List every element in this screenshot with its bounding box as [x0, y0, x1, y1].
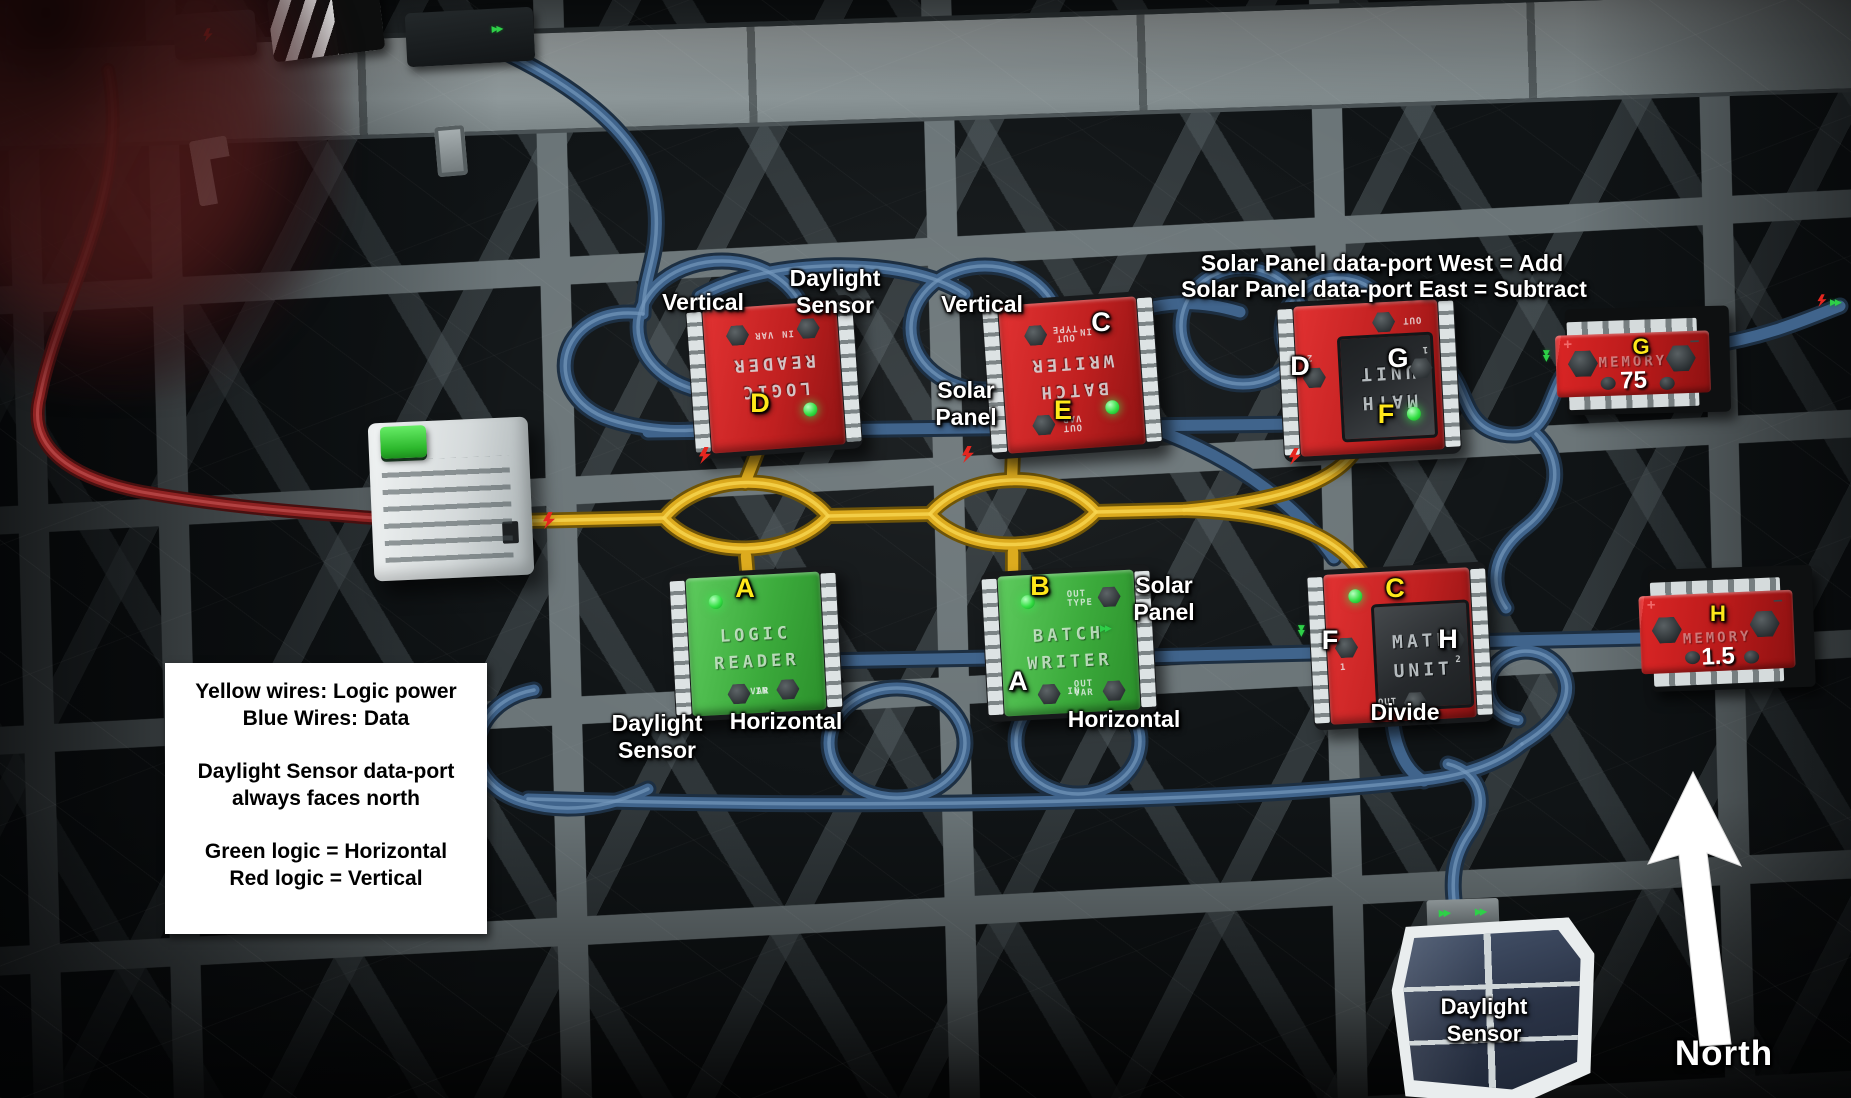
- screw-icon: [1743, 650, 1760, 664]
- wall-device-data[interactable]: ▶▶: [404, 6, 536, 68]
- memory-value: 1.5: [1700, 642, 1736, 671]
- memory-value: 75: [1619, 366, 1648, 395]
- screw-icon[interactable]: [1102, 680, 1126, 701]
- chip-title: BATCH: [1036, 377, 1110, 403]
- chip-logic-reader-top[interactable]: VAR IN LOGIC READER: [684, 294, 864, 460]
- letter-d: D: [750, 388, 770, 418]
- letter-b: B: [1030, 571, 1050, 601]
- power-button[interactable]: [379, 425, 428, 460]
- label-horizontal-left: Horizontal: [729, 708, 843, 734]
- data-port-icon: ▶▶: [1830, 298, 1842, 308]
- minus-terminal: –: [1689, 330, 1700, 350]
- screw-icon[interactable]: [727, 683, 751, 704]
- chip-title: WRITER: [1026, 649, 1114, 675]
- screw-icon[interactable]: [1097, 586, 1121, 607]
- letter-a-white: A: [1008, 666, 1028, 696]
- label-horizontal-right: Horizontal: [1067, 706, 1181, 732]
- status-led: [802, 402, 818, 418]
- screw-icon[interactable]: [796, 318, 820, 340]
- chip-title: BATCH: [1032, 623, 1105, 647]
- port-label: IN: [780, 327, 795, 339]
- label-solar-east-subtract: Solar Panel data-port East = Subtract: [1181, 276, 1587, 302]
- data-port-icon: ▶▶: [1540, 350, 1551, 360]
- power-supply-unit[interactable]: [367, 416, 535, 582]
- status-led: [1104, 399, 1120, 415]
- letter-e: E: [1053, 395, 1073, 425]
- legend-line: Red logic = Vertical: [229, 867, 423, 890]
- wall-device-left[interactable]: [172, 9, 258, 61]
- memory-unit-top[interactable]: + – MEMORY 75: [1554, 317, 1712, 411]
- screw-icon[interactable]: [776, 679, 800, 700]
- letter-c: C: [1385, 573, 1405, 603]
- label-divide: Divide: [1370, 699, 1440, 725]
- letter-a: A: [735, 573, 755, 603]
- letter-d-white: D: [1290, 351, 1310, 381]
- data-port-icon: ▶▶: [1474, 906, 1486, 917]
- letter-f-white: F: [1321, 625, 1339, 655]
- screw-icon: [1684, 650, 1701, 665]
- legend-line: Daylight Sensor data-port: [197, 760, 455, 783]
- letter-g-memory: G: [1632, 334, 1650, 359]
- screw-icon[interactable]: [1032, 414, 1056, 436]
- letter-h-memory: H: [1710, 601, 1726, 626]
- screw-icon[interactable]: [725, 325, 749, 347]
- chip-title: WRITER: [1027, 350, 1115, 376]
- data-port-icon: ▶▶: [1438, 907, 1449, 918]
- data-port-icon: ▶▶: [1295, 625, 1306, 635]
- screw-icon: [1659, 376, 1675, 391]
- screw-icon[interactable]: [1651, 617, 1682, 644]
- legend-line: Yellow wires: Logic power: [195, 680, 457, 703]
- minus-terminal: –: [1772, 590, 1784, 610]
- label-solar-west-add: Solar Panel data-port West = Add: [1200, 250, 1564, 276]
- plus-terminal: +: [1562, 336, 1573, 354]
- legend-line: Green logic = Horizontal: [204, 840, 448, 863]
- plus-terminal: +: [1646, 596, 1656, 615]
- status-led: [708, 594, 724, 610]
- letter-h-white: H: [1438, 624, 1458, 654]
- legend-line: always faces north: [232, 787, 420, 810]
- letter-g-white: G: [1387, 343, 1409, 373]
- label-vertical-top-right: Vertical: [941, 291, 1023, 317]
- status-led: [1347, 588, 1363, 604]
- screw-icon: [1600, 376, 1616, 391]
- chip-logic-reader-bottom[interactable]: LOGIC READER IN VAR: [668, 565, 844, 723]
- screw-icon[interactable]: [1023, 325, 1047, 347]
- chip-title: READER: [729, 350, 817, 376]
- letter-c-white: C: [1091, 307, 1111, 337]
- legend-box: Yellow wires: Logic power Blue Wires: Da…: [165, 663, 487, 934]
- screw-icon[interactable]: [1372, 312, 1396, 333]
- chip-title: READER: [713, 649, 801, 675]
- data-port-icon: ▶▶: [1100, 624, 1112, 634]
- legend-line: Blue Wires: Data: [242, 707, 410, 730]
- memory-unit-bottom[interactable]: + – MEMORY 1.5: [1638, 577, 1796, 688]
- small-connector: [433, 124, 469, 178]
- data-port-icon: ▶▶: [491, 24, 502, 35]
- chip-title: LOGIC: [719, 623, 792, 647]
- screw-icon[interactable]: [1037, 684, 1061, 705]
- letter-f: F: [1377, 399, 1395, 429]
- port-label: VAR: [753, 328, 774, 341]
- label-vertical-top-left: Vertical: [662, 289, 744, 315]
- screw-icon[interactable]: [1749, 610, 1780, 637]
- screw-icon[interactable]: [1568, 350, 1599, 377]
- power-supply-port: [502, 521, 519, 544]
- label-north: North: [1674, 1034, 1774, 1073]
